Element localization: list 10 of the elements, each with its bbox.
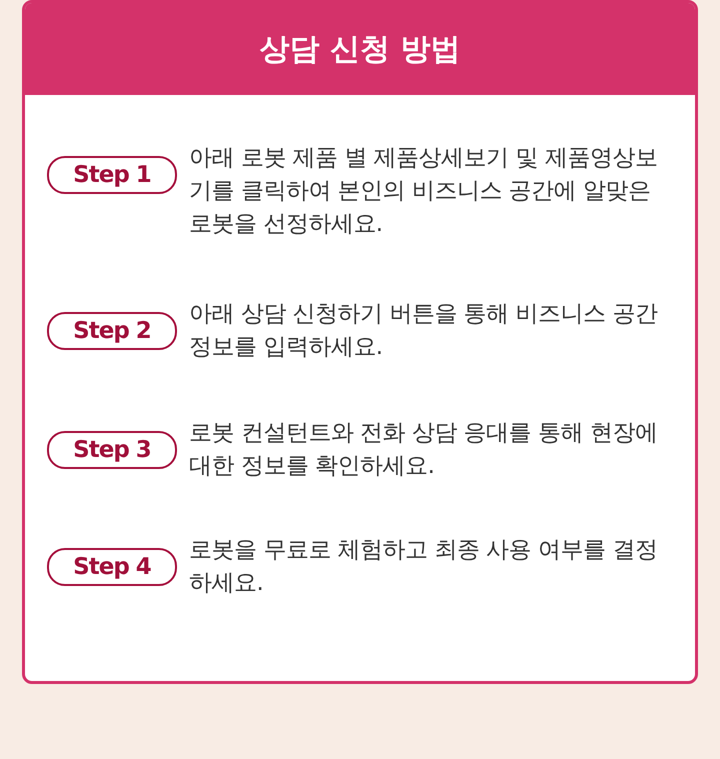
step-pill: Step 3 [47,431,177,469]
step-description: 로봇을 무료로 체험하고 최종 사용 여부를 결정하세요. [189,536,658,598]
title-heading: 상담 신청 방법 [260,30,460,68]
step-description: 로봇 컨설턴트와 전화 상담 응대를 통해 현장에 대한 정보를 확인하세요. [189,419,658,481]
step-pill: Step 1 [47,156,177,194]
step-description: 아래 로봇 제품 별 제품상세보기 및 제품영상보기를 클릭하여 본인의 비즈니스 공간에 알맞은 로봇을 선정하세요. [189,144,658,239]
step-description: 아래 상담 신청하기 버튼을 통해 비즈니스 공간 정보를 입력하세요. [189,300,658,362]
step-pill: Step 2 [47,312,177,350]
step-pill: Step 4 [47,548,177,586]
card-panel [22,0,698,684]
